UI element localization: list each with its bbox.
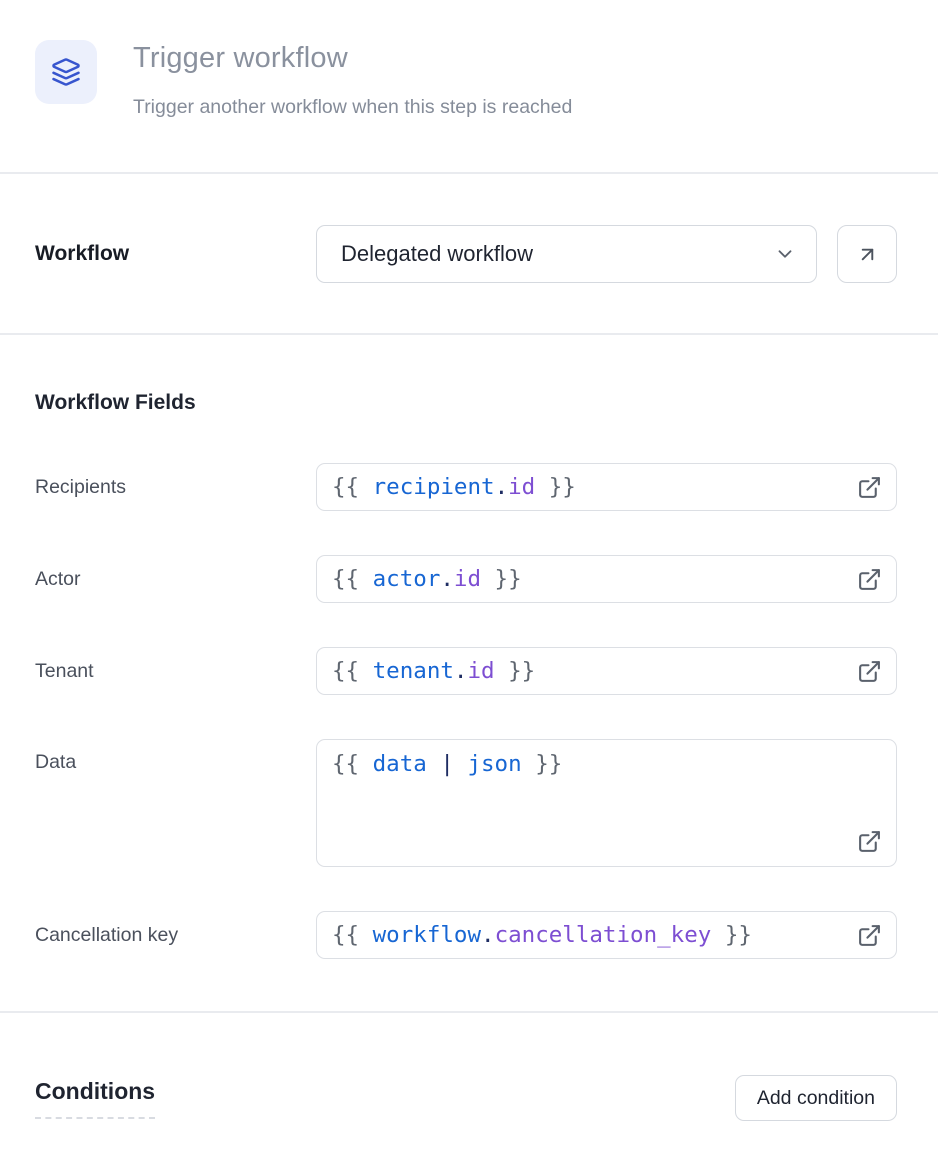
field-template-input[interactable]: {{ tenant.id }} (316, 647, 897, 696)
step-icon-box (35, 40, 97, 104)
code-token-brace: {{ (332, 751, 373, 778)
liquid-template-value: {{ workflow.cancellation_key }} (332, 921, 847, 950)
field-template-input[interactable]: {{ actor.id }} (316, 555, 897, 604)
conditions-heading[interactable]: Conditions (35, 1078, 156, 1119)
code-token-op: . (481, 921, 495, 948)
arrow-up-right-icon (861, 248, 873, 260)
open-workflow-button[interactable] (837, 225, 897, 284)
conditions-section: Conditions Add condition (0, 1013, 938, 1159)
open-in-editor-button[interactable] (857, 475, 882, 500)
code-token-prop: id (467, 657, 495, 684)
workflow-fields-list: Recipients{{ recipient.id }}Actor{{ acto… (35, 463, 897, 960)
code-token-brace: }} (494, 657, 536, 684)
add-condition-button[interactable]: Add condition (734, 1075, 897, 1122)
liquid-template-value: {{ recipient.id }} (332, 473, 847, 502)
external-link-icon (859, 660, 880, 682)
workflow-select-value: Delegated workflow (341, 241, 533, 267)
liquid-template-value: {{ tenant.id }} (332, 657, 847, 686)
code-token-brace: {{ (332, 921, 373, 948)
field-template-input[interactable]: {{ workflow.cancellation_key }} (316, 911, 897, 960)
workflow-fields-section: Workflow Fields Recipients{{ recipient.i… (0, 335, 938, 1011)
field-template-input[interactable]: {{ recipient.id }} (316, 463, 897, 512)
workflow-field-row: Actor {{ actor.id }} (35, 555, 897, 604)
code-token-var: workflow (372, 921, 482, 948)
code-token-var: tenant (372, 657, 454, 684)
divider (0, 1011, 938, 1014)
workflow-select[interactable]: Delegated workflow (316, 225, 817, 284)
liquid-template-value: {{ actor.id }} (332, 565, 847, 594)
field-label: Data (35, 751, 77, 774)
divider (0, 333, 938, 336)
step-header: Trigger workflow Trigger another workflo… (0, 0, 938, 172)
field-label: Cancellation key (35, 923, 179, 946)
code-token-brace: }} (711, 921, 752, 948)
code-token-op: . (494, 473, 509, 500)
page-title[interactable]: Trigger workflow (133, 42, 348, 74)
external-link-icon (859, 831, 880, 853)
open-in-editor-button[interactable] (857, 567, 882, 592)
chevron-down-icon (778, 250, 792, 258)
field-label: Actor (35, 567, 81, 590)
code-token-var: json (467, 751, 522, 778)
code-token-prop: id (453, 565, 482, 592)
external-link-icon (859, 568, 880, 590)
workflow-label: Workflow (35, 242, 130, 266)
field-label: Recipients (35, 475, 127, 498)
liquid-template-value: {{ data | json }} (332, 750, 882, 779)
code-token-var: recipient (372, 473, 495, 500)
workflow-field-row: Data {{ data | json }} (35, 739, 897, 868)
workflow-field-row: Recipients {{ recipient.id }} (35, 463, 897, 512)
workflow-field-row: Cancellation key {{ workflow.cancellation… (35, 911, 897, 960)
code-token-var: data (372, 751, 427, 778)
code-token-var: actor (372, 565, 441, 592)
open-in-editor-button[interactable] (857, 829, 882, 854)
step-header-text: Trigger workflow Trigger another workflo… (133, 40, 572, 120)
open-in-editor-button[interactable] (857, 659, 882, 684)
code-token-brace: {{ (332, 473, 373, 500)
workflow-field-row: Tenant {{ tenant.id }} (35, 647, 897, 696)
field-template-input[interactable]: {{ data | json }} (316, 739, 897, 868)
code-token-brace: }} (535, 473, 576, 500)
page-subtitle: Trigger another workflow when this step … (133, 95, 573, 118)
layers-icon (52, 58, 80, 86)
code-token-brace: {{ (332, 657, 373, 684)
workflow-fields-heading: Workflow Fields (35, 391, 196, 415)
external-link-icon (859, 476, 880, 498)
code-token-prop: cancellation_key (494, 921, 712, 948)
code-token-brace: }} (521, 751, 563, 778)
external-link-icon (859, 924, 880, 946)
code-token-op: | (426, 751, 468, 778)
code-token-brace: }} (481, 565, 522, 592)
workflow-selector-row: Workflow Delegated workflow (0, 174, 938, 333)
open-in-editor-button[interactable] (857, 923, 882, 948)
field-label: Tenant (35, 659, 94, 682)
code-token-prop: id (508, 473, 536, 500)
code-token-op: . (440, 565, 454, 592)
divider (0, 172, 938, 175)
code-token-op: . (453, 657, 468, 684)
code-token-brace: {{ (332, 565, 373, 592)
